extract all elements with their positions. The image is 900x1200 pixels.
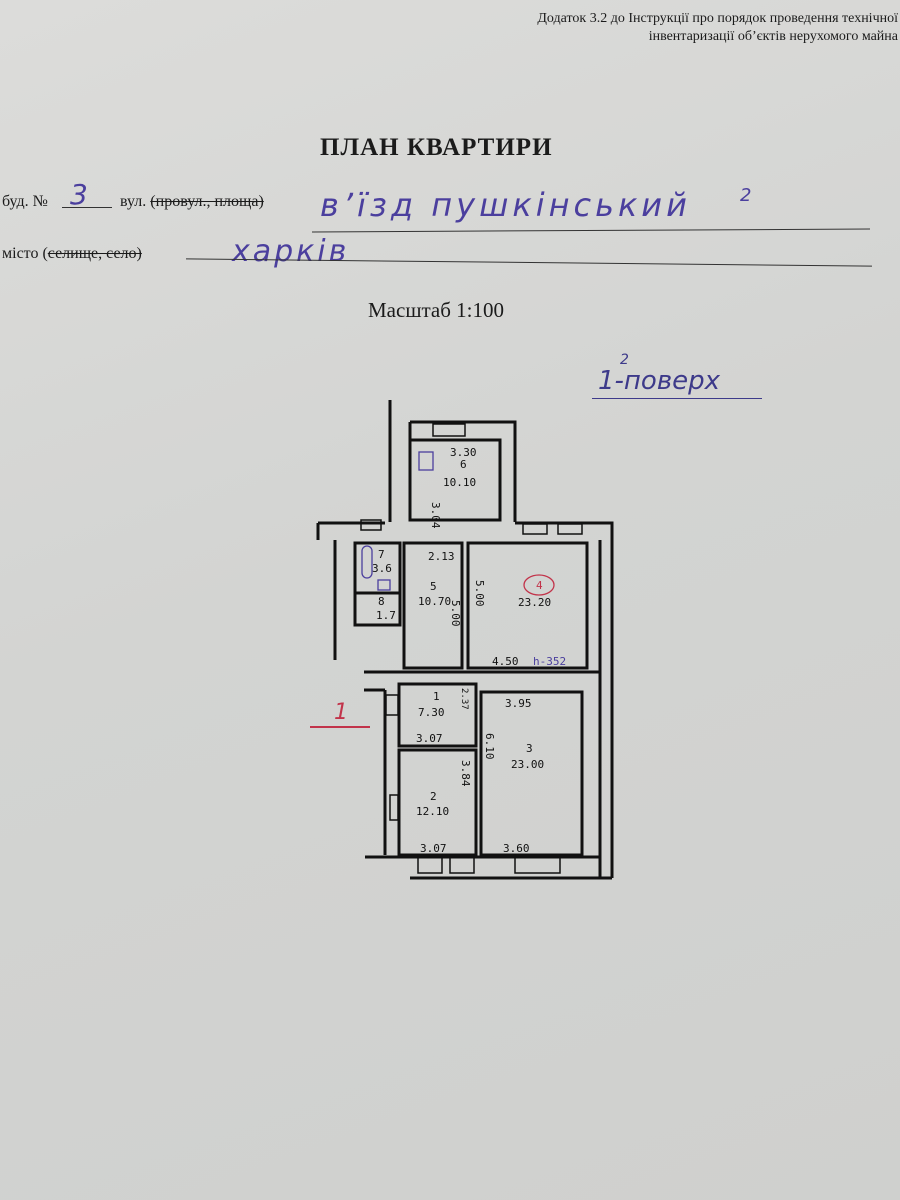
building-label: буд. № bbox=[2, 193, 48, 210]
room-1-area: 7.30 bbox=[418, 706, 445, 719]
height-mark: h-352 bbox=[533, 655, 566, 668]
kitchen-width: 3.30 bbox=[450, 446, 477, 459]
room-2-depth: 3.84 bbox=[459, 760, 472, 787]
street-label-prefix: вул. bbox=[120, 193, 147, 210]
room-3-area: 23.00 bbox=[511, 758, 544, 771]
city-label: місто (селище, село) bbox=[2, 245, 142, 263]
room-8-number: 8 bbox=[378, 595, 385, 608]
room-3-number: 3 bbox=[526, 742, 533, 755]
room-4-circle bbox=[523, 574, 555, 596]
building-underline bbox=[62, 207, 112, 208]
room-5-area: 10.70 bbox=[418, 595, 451, 608]
room-6-number: 6 bbox=[460, 458, 467, 471]
room-4-number: 4 bbox=[536, 579, 543, 592]
plan-windows bbox=[360, 423, 583, 874]
header-note-line1: Додаток 3.2 до Інструкції про порядок пр… bbox=[537, 11, 898, 26]
room-3-top: 3.95 bbox=[505, 697, 532, 710]
room-4-area: 23.20 bbox=[518, 596, 551, 609]
floor-label: 1-поверх bbox=[598, 366, 721, 396]
header-note-line2: інвентаризації об’єктів нерухомого майна bbox=[648, 29, 898, 44]
room-1-number: 1 bbox=[433, 690, 440, 703]
room-1-depth: 2.37 bbox=[459, 688, 469, 710]
entrance-mark: 1 bbox=[334, 700, 348, 725]
floor-superscript: 2 bbox=[620, 352, 629, 368]
room-3-bottom: 3.60 bbox=[503, 842, 530, 855]
street-label: вул. (провул., площа) bbox=[120, 193, 264, 211]
plan-fixtures bbox=[361, 451, 434, 591]
page-title: ПЛАН КВАРТИРИ bbox=[320, 134, 553, 161]
street-label-struck: (провул., площа) bbox=[150, 193, 264, 210]
room-6-area: 10.10 bbox=[443, 476, 476, 489]
room-4-width: 4.50 bbox=[492, 655, 519, 668]
street-value: в’їзд пушкінський bbox=[320, 186, 691, 224]
room-2-area: 12.10 bbox=[416, 805, 449, 818]
room-2-width: 3.07 bbox=[420, 842, 447, 855]
street-superscript: 2 bbox=[740, 185, 752, 206]
plan-labels: 3.30 6 10.10 3.04 2.13 7 3.6 8 1.7 5 10.… bbox=[372, 446, 566, 855]
scale-label: Масштаб 1:100 bbox=[368, 298, 505, 322]
floor-underline bbox=[592, 398, 762, 399]
room-2-number: 2 bbox=[430, 790, 437, 803]
room-3-depth: 6.10 bbox=[483, 733, 496, 760]
room-1-width: 3.07 bbox=[416, 732, 443, 745]
plan-walls bbox=[316, 400, 614, 880]
room-7-number: 7 bbox=[378, 548, 385, 561]
room-7-area: 3.6 bbox=[372, 562, 392, 575]
city-label-struck: селище, село) bbox=[47, 245, 142, 262]
room-8-area: 1.7 bbox=[376, 609, 396, 622]
city-value: харків bbox=[232, 234, 350, 269]
room-4-depth: 5.00 bbox=[473, 580, 486, 607]
room-5-number: 5 bbox=[430, 580, 437, 593]
city-label-prefix: місто ( bbox=[2, 245, 48, 262]
kitchen-depth: 3.04 bbox=[429, 502, 442, 529]
corridor-length: 5.00 bbox=[449, 600, 462, 627]
building-value: 3 bbox=[70, 178, 88, 211]
entrance-underline bbox=[310, 726, 370, 728]
corridor-width: 2.13 bbox=[428, 550, 455, 563]
